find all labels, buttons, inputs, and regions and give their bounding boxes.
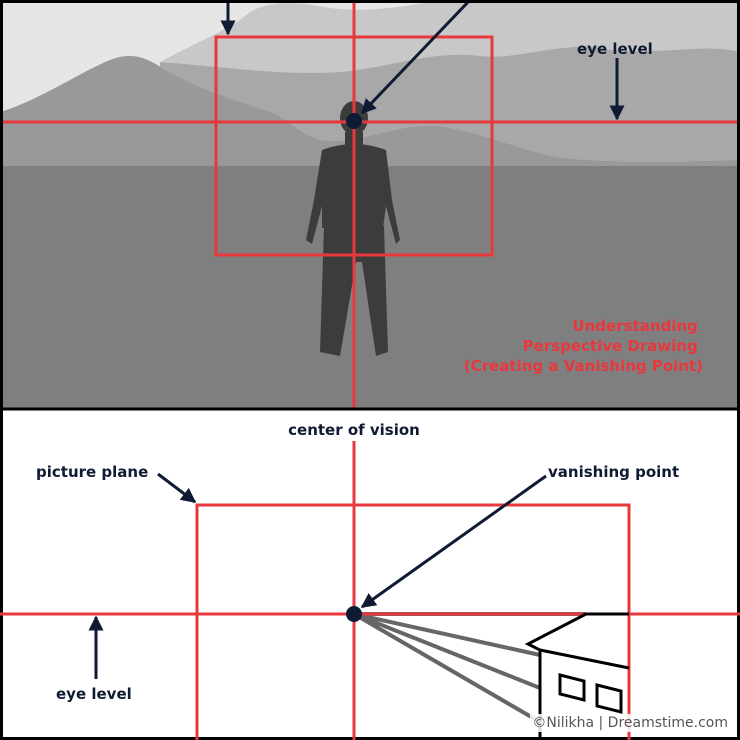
bottom-panel: center of vision picture plane vanishing… [0,421,740,740]
vanishing-point-arrow [360,0,472,115]
top-panel: eye level Understanding Perspective Draw… [0,0,740,410]
vanishing-point-label: vanishing point [548,463,679,481]
picture-plane-label: picture plane [36,463,148,481]
vanishing-point-arrow-schematic [360,474,547,609]
picture-plane-frame-schematic [195,503,631,740]
picture-plane-arrow-schematic [157,472,197,504]
center-of-vision-label: center of vision [288,421,420,439]
converging-lines [352,612,586,724]
eye-level-label: eye level [577,40,653,58]
diagram-title: Understanding Perspective Drawing (Creat… [464,317,703,375]
near-hills [0,55,740,169]
house-shape [524,612,630,740]
vanishing-point-dot [346,113,362,129]
vanishing-point-dot-schematic [346,606,362,622]
eye-level-label-schematic: eye level [56,685,132,703]
image-credit: ©Nilikha | Dreamstime.com [530,714,730,732]
